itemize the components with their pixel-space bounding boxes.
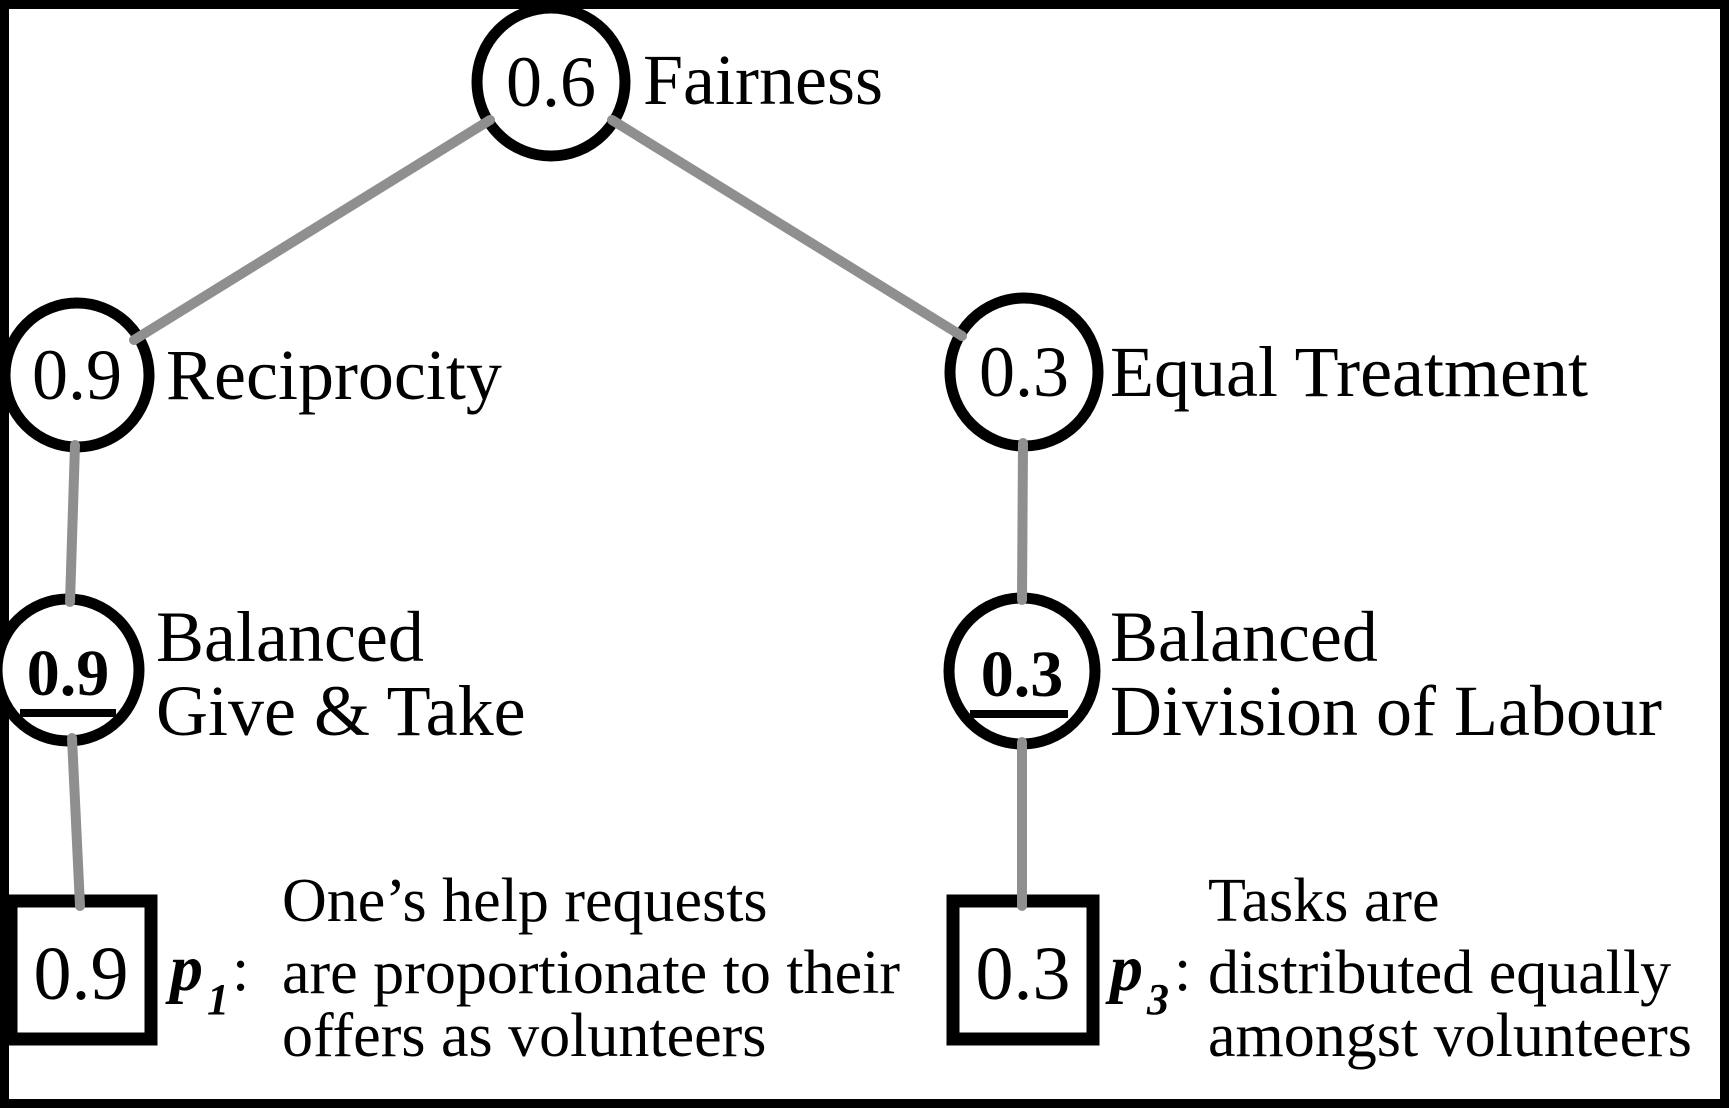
node-balanced-division-label-line1: Balanced bbox=[1110, 597, 1378, 677]
node-p3-value: 0.3 bbox=[976, 932, 1071, 1016]
p1-desc-line2: are proportionate to their bbox=[282, 939, 900, 1007]
edge-reciprocity-give-take bbox=[65, 440, 80, 607]
node-balanced-division-value: 0.3 bbox=[981, 638, 1064, 711]
p3-desc-line3: amongst volunteers bbox=[1208, 1002, 1692, 1070]
node-fairness-circle bbox=[471, 2, 631, 162]
node-equal-treatment-value: 0.3 bbox=[979, 332, 1069, 412]
node-reciprocity-label: Reciprocity bbox=[166, 335, 502, 415]
node-fairness-label: Fairness bbox=[643, 40, 883, 120]
p1-desc-line3: offers as volunteers bbox=[282, 1002, 766, 1070]
p1-desc-line1: One’s help requests bbox=[282, 867, 768, 935]
p3-desc-line2: distributed equally bbox=[1208, 939, 1671, 1007]
p3-colon: : bbox=[1174, 936, 1191, 1004]
node-balanced-give-take-label-line1: Balanced bbox=[156, 597, 424, 677]
node-balanced-give-take-value: 0.9 bbox=[27, 637, 110, 710]
p1-symbol: p bbox=[165, 932, 203, 1005]
p1-subscript: 1 bbox=[207, 975, 229, 1024]
node-p1-value: 0.9 bbox=[34, 932, 129, 1016]
node-balanced-division-label-line2: Division of Labour bbox=[1110, 671, 1662, 751]
p3-subscript: 3 bbox=[1146, 975, 1169, 1024]
node-reciprocity-value: 0.9 bbox=[32, 335, 122, 415]
edge-give-take-p1 bbox=[67, 733, 85, 911]
p1-colon: : bbox=[232, 936, 249, 1004]
edge-fairness-reciprocity bbox=[129, 115, 495, 345]
edge-equal-treatment-division bbox=[1017, 438, 1028, 605]
node-p1-square bbox=[4, 894, 158, 1046]
p3-symbol: p bbox=[1105, 932, 1143, 1005]
node-fairness-value: 0.6 bbox=[506, 42, 596, 122]
node-balanced-give-take-label-line2: Give & Take bbox=[156, 671, 526, 751]
p3-desc-line1: Tasks are bbox=[1208, 867, 1440, 935]
node-equal-treatment-label: Equal Treatment bbox=[1110, 332, 1588, 412]
edge-fairness-equal-treatment bbox=[607, 115, 967, 341]
